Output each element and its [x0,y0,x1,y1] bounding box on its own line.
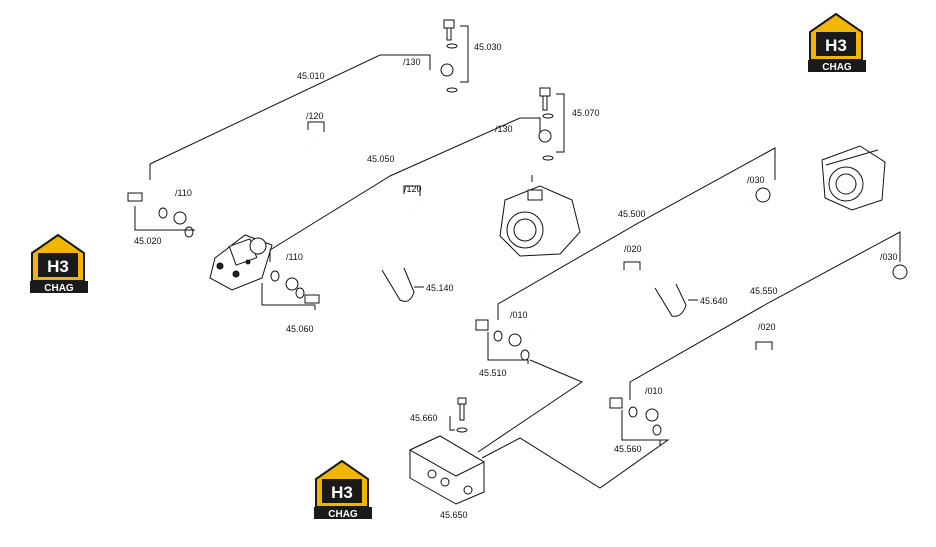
label-45-030: 45.030 [474,42,502,52]
label-a120: /120 [306,111,324,121]
label-d020: /020 [758,322,776,332]
label-45-660: 45.660 [410,413,438,423]
label-45-070: 45.070 [572,108,600,118]
label-45-500: 45.500 [618,209,646,219]
label-45-550: 45.550 [750,286,778,296]
motor-illustration [499,185,581,257]
brand-logo-left: H3 CHAG [30,233,88,294]
label-c020: /020 [624,244,642,254]
label-45-650: 45.650 [440,510,468,520]
label-45-140: 45.140 [426,283,454,293]
label-b130: /130 [495,124,513,134]
label-c010: /010 [510,310,528,320]
logo-sub-text: CHAG [328,509,358,520]
logo-main-text: H3 [331,483,353,502]
label-45-050: 45.050 [367,154,395,164]
valve-block-45-650 [408,397,486,505]
label-b120: /120 [404,184,422,194]
label-45-060: 45.060 [286,324,314,334]
logo-sub-text: CHAG [44,283,74,294]
gear-housing-illustration [821,145,886,211]
assembly-45-050 [261,87,565,310]
logo-main-text: H3 [825,36,847,55]
connection-lines [477,359,670,489]
brand-logo-top-right: H3 CHAG [808,12,866,73]
assembly-45-010 [127,19,469,238]
assembly-45-500 [475,147,776,364]
labels: 45.010 45.020 45.030 45.050 45.060 45.07… [134,42,898,520]
label-c030: /030 [747,175,765,185]
label-45-560: 45.560 [614,444,642,454]
brand-logo-bottom: H3 CHAG [314,459,372,520]
label-a110: /110 [175,188,192,198]
label-45-020: 45.020 [134,236,162,246]
clip-45-640 [654,283,698,317]
pump-illustration [209,234,273,291]
label-d010: /010 [645,386,663,396]
assembly-45-550 [609,231,908,446]
label-45-010: 45.010 [297,71,325,81]
label-b110: /110 [286,252,303,262]
logo-sub-text: CHAG [822,62,852,73]
label-45-510: 45.510 [479,368,507,378]
label-a130: /130 [403,57,421,67]
label-45-640: 45.640 [700,296,728,306]
label-d030: /030 [880,252,898,262]
logo-main-text: H3 [47,257,69,276]
clip-45-140 [381,267,424,302]
